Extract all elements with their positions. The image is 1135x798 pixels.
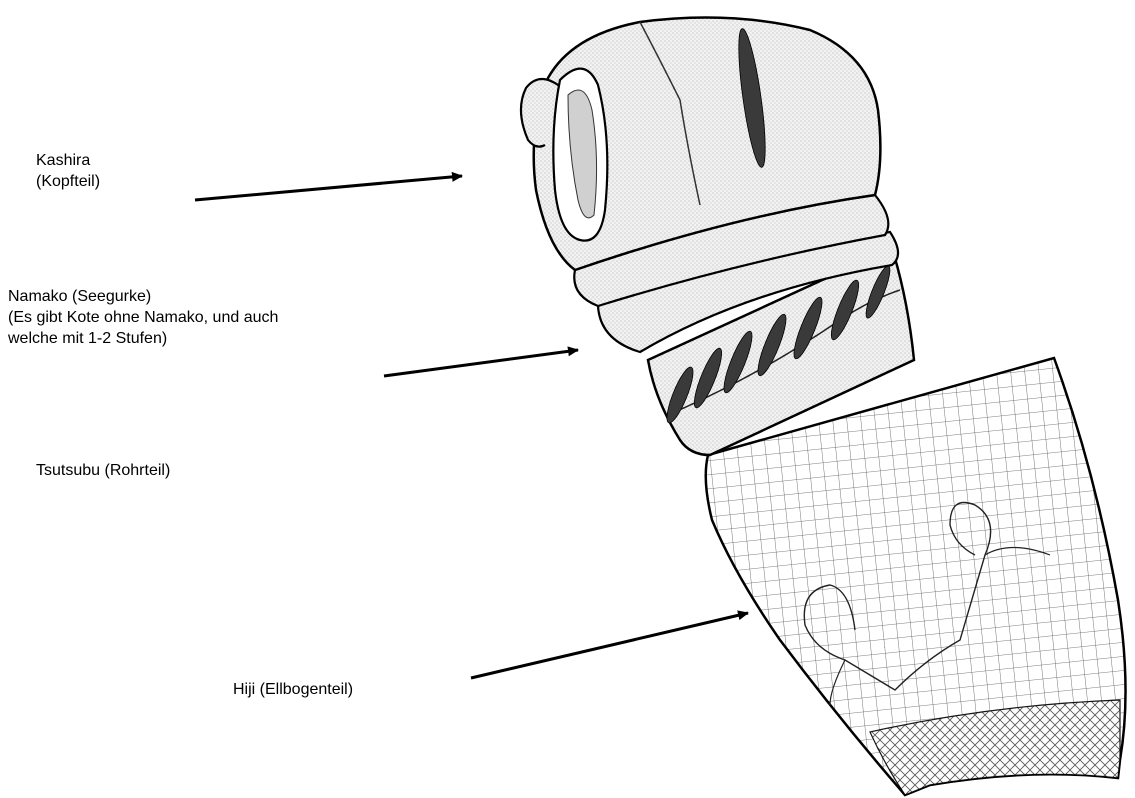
namako-label-line3: welche mit 1-2 Stufen)	[8, 328, 278, 349]
namako-label: Namako (Seegurke) (Es gibt Kote ohne Nam…	[8, 286, 278, 349]
namako-arrow	[384, 350, 578, 376]
namako-label-line1: Namako (Seegurke)	[8, 286, 278, 307]
kashira-label: Kashira (Kopfteil)	[36, 150, 100, 192]
hiji-arrow	[471, 613, 748, 678]
kashira-arrow	[195, 176, 462, 200]
tsutsubu-label-line1: Tsutsubu (Rohrteil)	[36, 460, 170, 481]
tsutsubu-label: Tsutsubu (Rohrteil)	[36, 460, 170, 481]
hiji-label-line1: Hiji (Ellbogenteil)	[233, 679, 353, 700]
kashira-label-line1: Kashira	[36, 150, 100, 171]
namako-label-line2: (Es gibt Kote ohne Namako, und auch	[8, 307, 278, 328]
hiji-label: Hiji (Ellbogenteil)	[233, 679, 353, 700]
kashira-label-line2: (Kopfteil)	[36, 171, 100, 192]
